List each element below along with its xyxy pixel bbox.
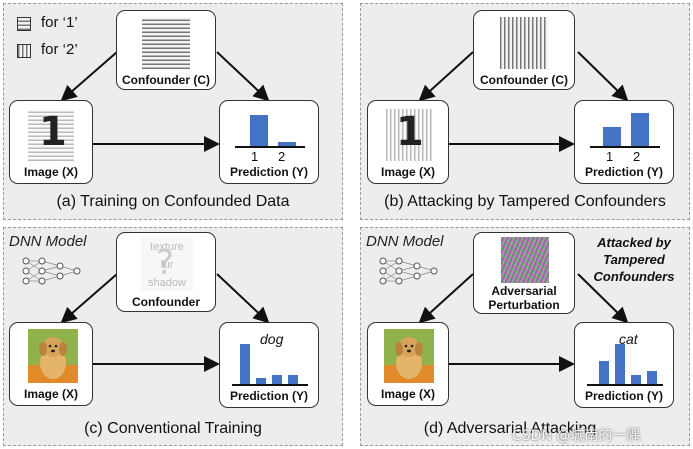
confounder-label: Confounder (C) bbox=[122, 73, 210, 87]
confounder-node-a: Confounder (C) bbox=[116, 10, 216, 90]
attacked-annotation: Attacked by Tampered Confounders bbox=[584, 234, 684, 285]
bar-2 bbox=[278, 142, 296, 146]
bar-4 bbox=[647, 371, 657, 384]
watermark: CSDN @城南的一隅 bbox=[512, 428, 641, 444]
digit-glyph: 1 bbox=[39, 109, 67, 155]
bar-1 bbox=[250, 115, 268, 146]
axis-line bbox=[587, 384, 663, 386]
arrow-c-to-y-d bbox=[577, 273, 629, 324]
arrow-c-to-y-c bbox=[216, 273, 270, 324]
confounder-pattern-horizontal bbox=[142, 17, 190, 69]
confounder-texture-image: ? texture fur shadow bbox=[141, 237, 193, 291]
caption-a: (a) Training on Confounded Data bbox=[56, 193, 290, 210]
image-label: Image (X) bbox=[23, 387, 78, 401]
bar-3 bbox=[631, 375, 641, 384]
image-node-c: Image (X) bbox=[9, 322, 93, 406]
dog-photo bbox=[28, 329, 78, 383]
prediction-label: Prediction (Y) bbox=[584, 165, 663, 179]
prediction-word: cat bbox=[619, 331, 638, 347]
axis-line bbox=[232, 384, 308, 386]
image-label: Image (X) bbox=[380, 387, 435, 401]
image-node-a: 1 Image (X) bbox=[9, 100, 93, 184]
image-label: Image (X) bbox=[23, 165, 78, 179]
attacked-line2: Tampered bbox=[603, 252, 665, 267]
bar-3 bbox=[272, 375, 282, 384]
prediction-node-a: 1 2 Prediction (Y) bbox=[219, 100, 319, 184]
shadow-word: shadow bbox=[148, 277, 186, 289]
bar-1 bbox=[240, 344, 250, 384]
digit-image bbox=[28, 109, 74, 161]
dnn-model-label: DNN Model bbox=[366, 233, 444, 250]
legend-swatch-horizontal bbox=[17, 17, 31, 31]
prediction-node-c: dog Prediction (Y) bbox=[219, 322, 319, 408]
prediction-label: Prediction (Y) bbox=[229, 165, 308, 179]
image-label: Image (X) bbox=[380, 165, 435, 179]
image-node-b: 1 Image (X) bbox=[367, 100, 449, 184]
network-icon bbox=[22, 257, 81, 285]
legend-item-2: for ‘2’ bbox=[41, 41, 78, 58]
question-mark-icon: ? bbox=[156, 243, 175, 283]
tick-label-1: 1 bbox=[606, 149, 614, 164]
texture-word: texture bbox=[150, 241, 184, 253]
dnn-model-label: DNN Model bbox=[9, 233, 87, 250]
confounder-label: Confounder bbox=[132, 295, 200, 309]
tick-label-2: 2 bbox=[278, 149, 286, 164]
noise-image bbox=[501, 237, 549, 283]
bar-1 bbox=[603, 127, 621, 146]
legend-swatch-vertical bbox=[17, 44, 31, 58]
tick-label-2: 2 bbox=[633, 149, 641, 164]
confounder-label-line2: Perturbation bbox=[488, 298, 560, 312]
confounder-label: Confounder (C) bbox=[480, 73, 568, 87]
confounder-node-c: ? texture fur shadow Confounder bbox=[116, 232, 216, 312]
tick-label-1: 1 bbox=[251, 149, 259, 164]
arrow-c-to-y-a bbox=[216, 51, 270, 102]
attacked-line1: Attacked by bbox=[597, 235, 671, 250]
arrow-c-to-x-a bbox=[60, 51, 118, 102]
arrow-c-to-x-b bbox=[418, 51, 474, 102]
prediction-node-d: cat Prediction (Y) bbox=[574, 322, 674, 408]
caption-d: (d) Adversarial Attacking bbox=[423, 420, 597, 437]
arrow-c-to-x-c bbox=[60, 273, 118, 324]
axis-line bbox=[235, 146, 305, 148]
arrow-c-to-y-b bbox=[577, 51, 629, 102]
prediction-word: dog bbox=[260, 331, 284, 347]
prediction-node-b: 1 2 Prediction (Y) bbox=[574, 100, 674, 184]
bar-2 bbox=[631, 113, 649, 146]
confounder-label-line1: Adversarial bbox=[491, 284, 557, 298]
caption-c: (c) Conventional Training bbox=[84, 420, 262, 437]
bar-4 bbox=[288, 375, 298, 384]
axis-line bbox=[590, 146, 660, 148]
bar-2 bbox=[256, 378, 266, 384]
confounder-pattern-vertical bbox=[500, 17, 548, 69]
prediction-label: Prediction (Y) bbox=[229, 389, 308, 403]
fur-word: fur bbox=[160, 259, 174, 271]
confounder-node-b: Confounder (C) bbox=[473, 10, 575, 90]
dog-photo bbox=[384, 329, 434, 383]
network-icon bbox=[379, 257, 438, 285]
bar-1 bbox=[599, 361, 609, 384]
prediction-label: Prediction (Y) bbox=[584, 389, 663, 403]
attacked-line3: Confounders bbox=[593, 269, 675, 284]
digit-glyph: 1 bbox=[396, 109, 424, 155]
digit-image bbox=[386, 109, 432, 161]
arrow-c-to-x-d bbox=[418, 273, 474, 324]
image-node-d: Image (X) bbox=[367, 322, 449, 406]
caption-b: (b) Attacking by Tampered Confounders bbox=[384, 193, 666, 210]
bar-2 bbox=[615, 344, 625, 384]
legend-item-1: for ‘1’ bbox=[41, 14, 78, 31]
confounder-node-d: Adversarial Perturbation bbox=[473, 232, 575, 314]
